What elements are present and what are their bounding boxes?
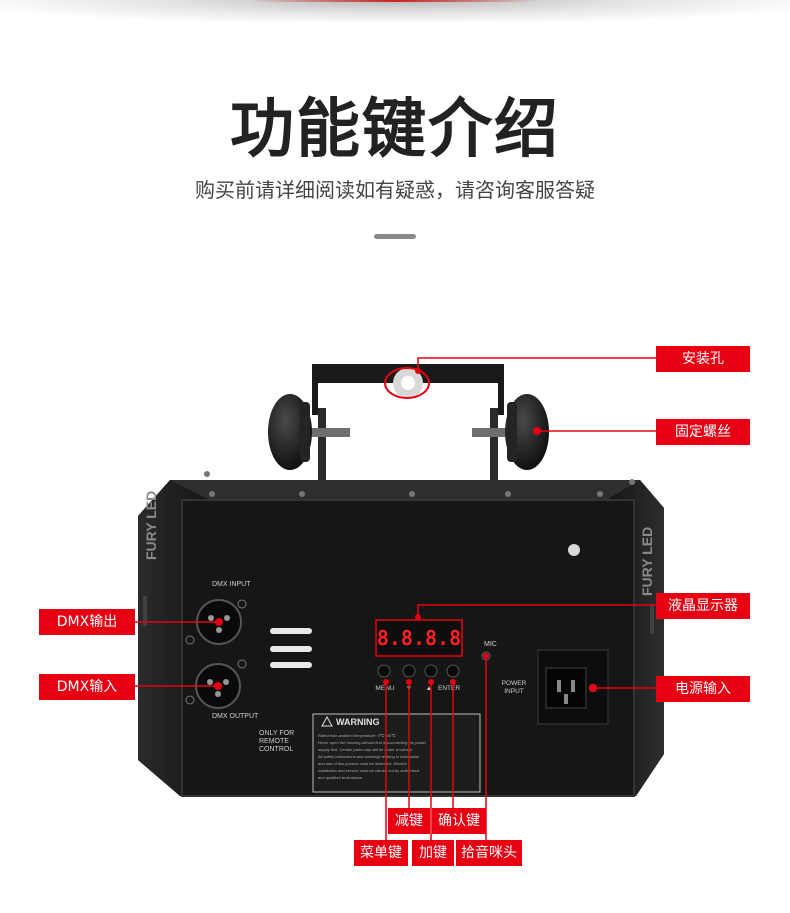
top-glow-banner (0, 0, 790, 22)
page-title: 功能键介绍 (230, 93, 560, 167)
enter-button-label: ENTER (438, 685, 460, 692)
callout-fixing-screw: 固定螺丝 (656, 419, 750, 445)
power-input-label-2: INPUT (504, 688, 524, 695)
callout-up-key: 加键 (412, 840, 454, 866)
remote-line-1: ONLY FOR (259, 730, 294, 737)
power-input-socket[interactable] (537, 649, 609, 725)
lcd-digits: 8.8.8.8 (377, 626, 461, 650)
fixing-screw-left (268, 394, 350, 470)
warning-line-5: and use of this product must be observed… (318, 761, 407, 766)
dmx-output-label: DMX OUTPUT (212, 713, 259, 720)
warning-label: WARNING Rated max ambient temperature: 0… (312, 713, 481, 793)
callout-dots (214, 368, 597, 692)
brand-logo-right: FURY LED (639, 527, 655, 596)
down-button[interactable] (402, 664, 416, 678)
callout-lines (135, 357, 656, 852)
top-red-accent-line (250, 0, 540, 2)
callout-menu-key: 菜单键 (354, 840, 408, 866)
warning-line-7: and qualified technicians. (318, 775, 363, 780)
fixing-screw-right (472, 394, 549, 470)
dmx-input-label: DMX INPUT (212, 581, 251, 588)
title-divider (374, 234, 416, 239)
warning-title: WARNING (336, 717, 380, 727)
warning-line-4: All safety instructions and warnings rel… (318, 754, 419, 759)
callout-down-key: 减键 (388, 808, 430, 834)
control-buttons (377, 664, 460, 678)
remote-line-2: REMOTE (259, 738, 289, 745)
power-input-label-1: POWER (502, 680, 527, 687)
vent-slots (270, 628, 312, 668)
warning-line-6: installation and service must be carried… (318, 768, 419, 773)
menu-button-label: MENU (375, 685, 394, 692)
up-button-label: ▲ (426, 685, 432, 692)
remote-line-3: CONTROL (259, 746, 293, 753)
menu-button[interactable] (377, 664, 391, 678)
enter-button[interactable] (446, 664, 460, 678)
callout-lcd-display: 液晶显示器 (656, 593, 750, 619)
lcd-display: 8.8.8.8 (375, 619, 463, 657)
up-button[interactable] (424, 664, 438, 678)
callout-dmx-input: DMX输入 (39, 674, 135, 700)
callout-dmx-output: DMX输出 (39, 609, 135, 635)
page-subtitle: 购买前请详细阅读如有疑惑，请咨询客服答疑 (195, 178, 595, 202)
brand-logo-left: FURY LED (143, 491, 159, 560)
mounting-bracket (312, 364, 504, 498)
callout-power-input: 电源输入 (656, 676, 750, 702)
warning-line-1: Rated max ambient temperature: 0℃~40℃ (318, 733, 396, 738)
callout-confirm-key: 确认键 (432, 808, 486, 834)
warning-line-2: Never open the housing without first dis… (318, 740, 427, 745)
mic-label: MIC (484, 641, 497, 648)
warning-line-3: supply first. Certain parts may still be… (318, 747, 413, 752)
callout-mic-pickup: 拾音咪头 (456, 840, 522, 866)
callout-mounting-hole: 安装孔 (656, 346, 750, 372)
